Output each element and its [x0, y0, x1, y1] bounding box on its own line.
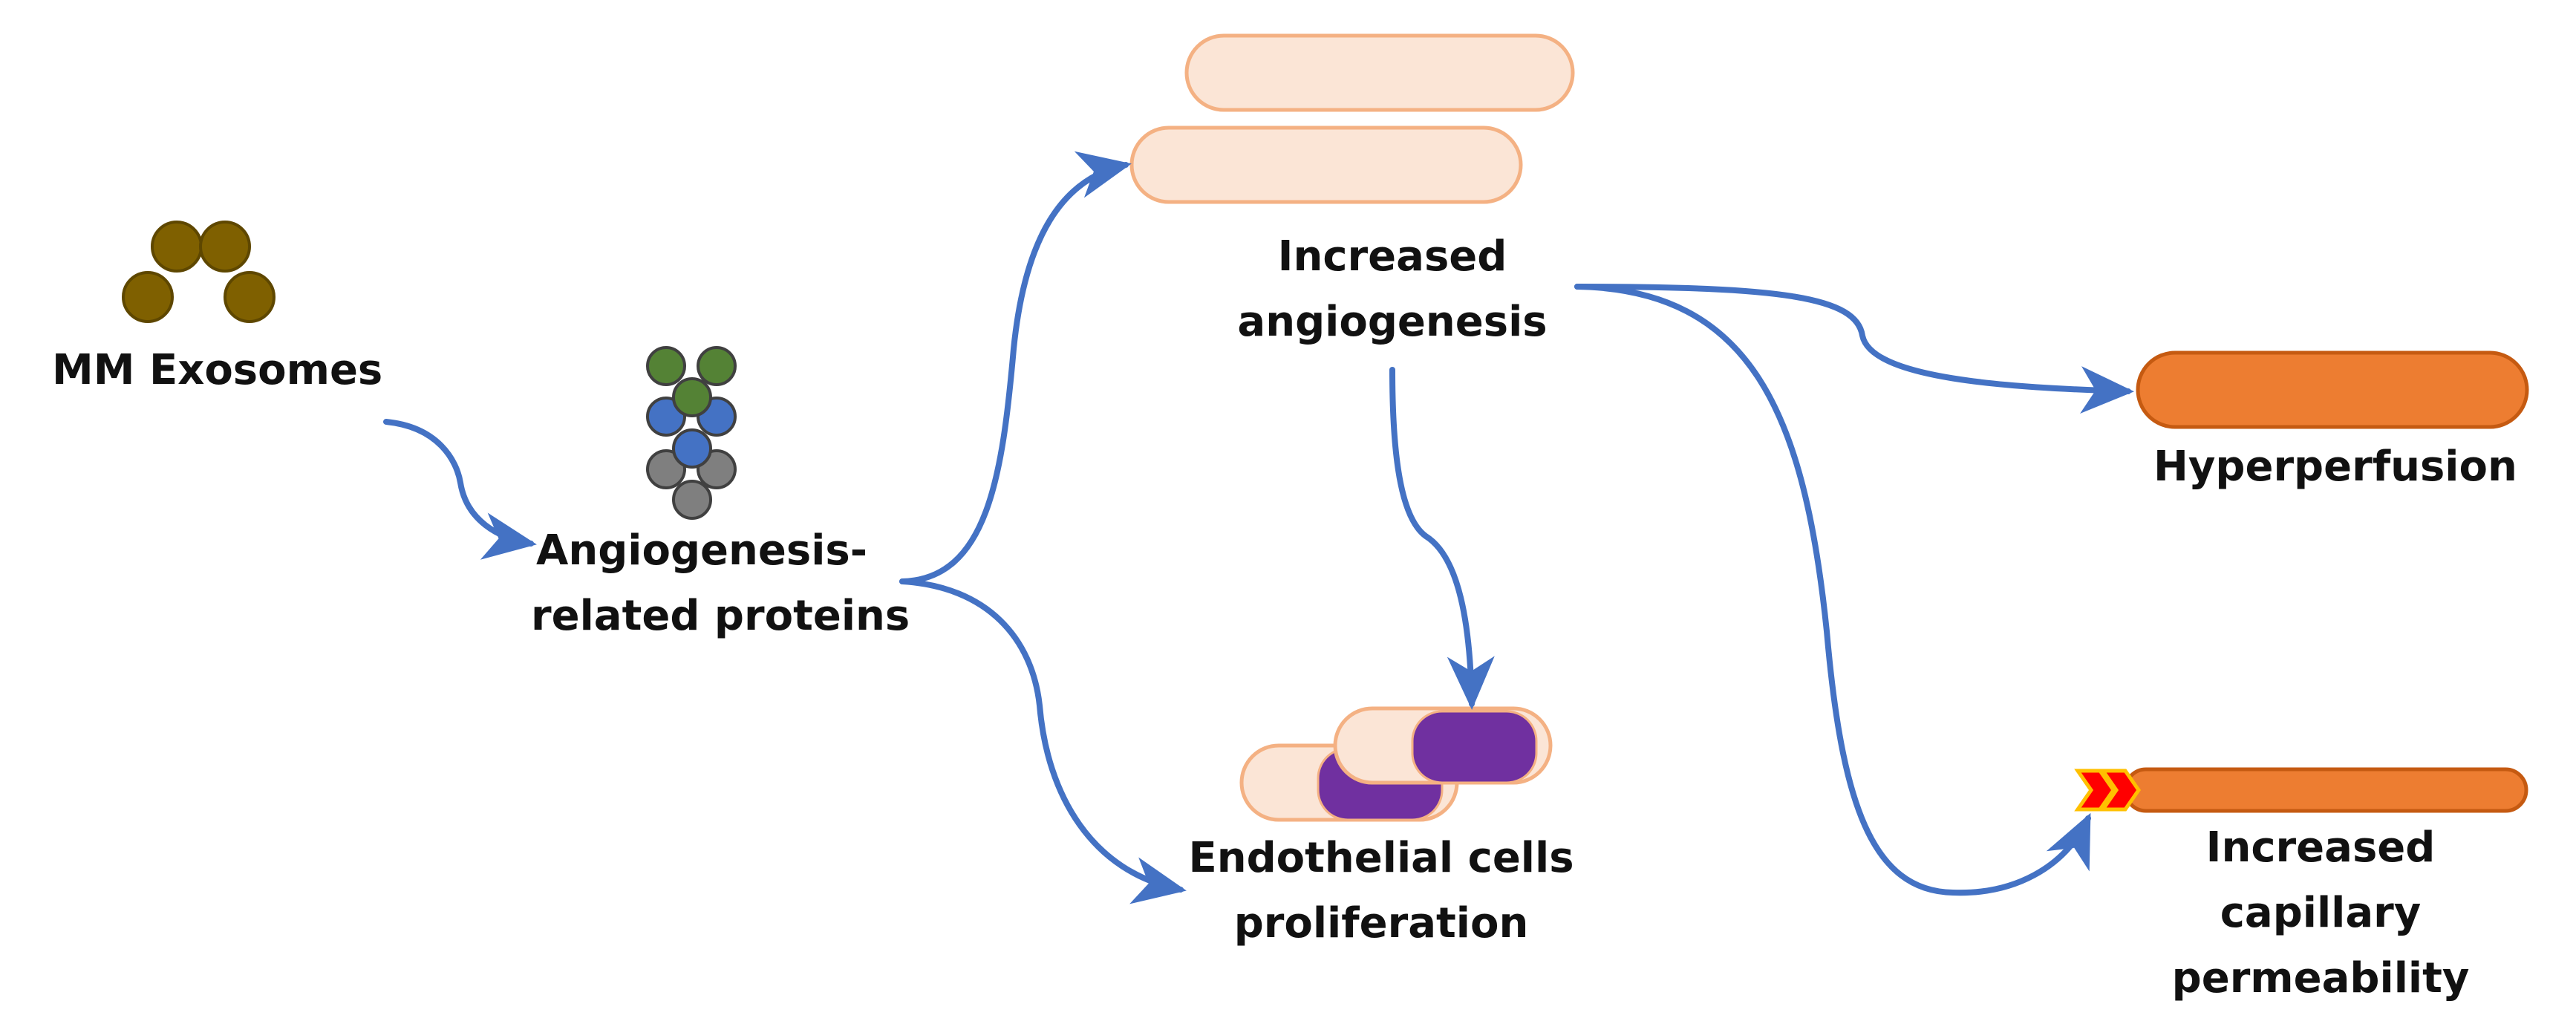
exosome-particle — [151, 221, 203, 273]
cell-nucleus — [1411, 710, 1538, 784]
permeability-label-line2: capillary — [2220, 889, 2422, 937]
proteins-label-line2: related proteins — [531, 592, 910, 640]
arrow-angiogenesis-to-hyperperfusion — [1574, 284, 2134, 414]
vessel-icon — [2136, 350, 2529, 429]
protein-molecule — [672, 428, 712, 469]
protein-molecule — [697, 346, 737, 386]
permeability-label-line1: Increased — [2205, 824, 2436, 872]
angiogenesis-label-line2: angiogenesis — [1237, 298, 1548, 346]
protein-cluster-icon — [646, 346, 737, 520]
exosome-particle — [199, 221, 251, 273]
chevron-marker — [2074, 769, 2116, 812]
vessel-tube — [1184, 33, 1575, 112]
mm-exosomes-label: MM Exosomes — [52, 338, 383, 403]
protein-molecule — [646, 346, 686, 386]
permeability-label: Increased capillary permeability — [2153, 815, 2488, 1011]
permeability-label-line3: permeability — [2171, 954, 2470, 1002]
vessel-tube — [2123, 767, 2528, 813]
angiogenesis-label: Increased angiogenesis — [1233, 224, 1552, 355]
proliferation-label: Endothelial cells proliferation — [1188, 826, 1574, 956]
arrows — [383, 151, 2134, 904]
hyperperfusion-text: Hyperperfusion — [2153, 443, 2517, 491]
endothelial-cell-icon — [1239, 706, 1553, 822]
angiogenesis-label-line1: Increased — [1277, 232, 1507, 281]
proliferation-label-line2: proliferation — [1233, 899, 1529, 948]
arrow-proteins-to-proliferation — [899, 578, 1187, 904]
exosome-particle — [224, 271, 275, 323]
vessel-tube — [1129, 125, 1523, 204]
exosome-particle — [122, 271, 174, 323]
arrow-exosomes-to-proteins — [383, 419, 537, 560]
proteins-label-line1: Angiogenesis- — [536, 526, 867, 575]
exosome-cluster-icon — [122, 221, 275, 323]
leaky-vessel-icon — [2074, 767, 2528, 813]
arrow-angiogenesis-to-permeability — [1574, 284, 2091, 896]
protein-molecule — [672, 377, 712, 417]
arrow-angiogenesis-to-proliferation — [1389, 367, 1495, 710]
blood-vessel-icon — [1129, 33, 1575, 204]
mm-exosomes-text: MM Exosomes — [52, 346, 383, 394]
protein-molecule — [646, 449, 686, 489]
vessel-tube — [2136, 350, 2529, 429]
proteins-label: Angiogenesis- related proteins — [531, 518, 910, 649]
hyperperfusion-label: Hyperperfusion — [2153, 434, 2517, 500]
protein-molecule — [672, 480, 712, 520]
arrow-proteins-to-angiogenesis — [899, 151, 1132, 584]
chevron-marker — [2099, 769, 2142, 812]
proliferation-label-line1: Endothelial cells — [1188, 834, 1574, 882]
